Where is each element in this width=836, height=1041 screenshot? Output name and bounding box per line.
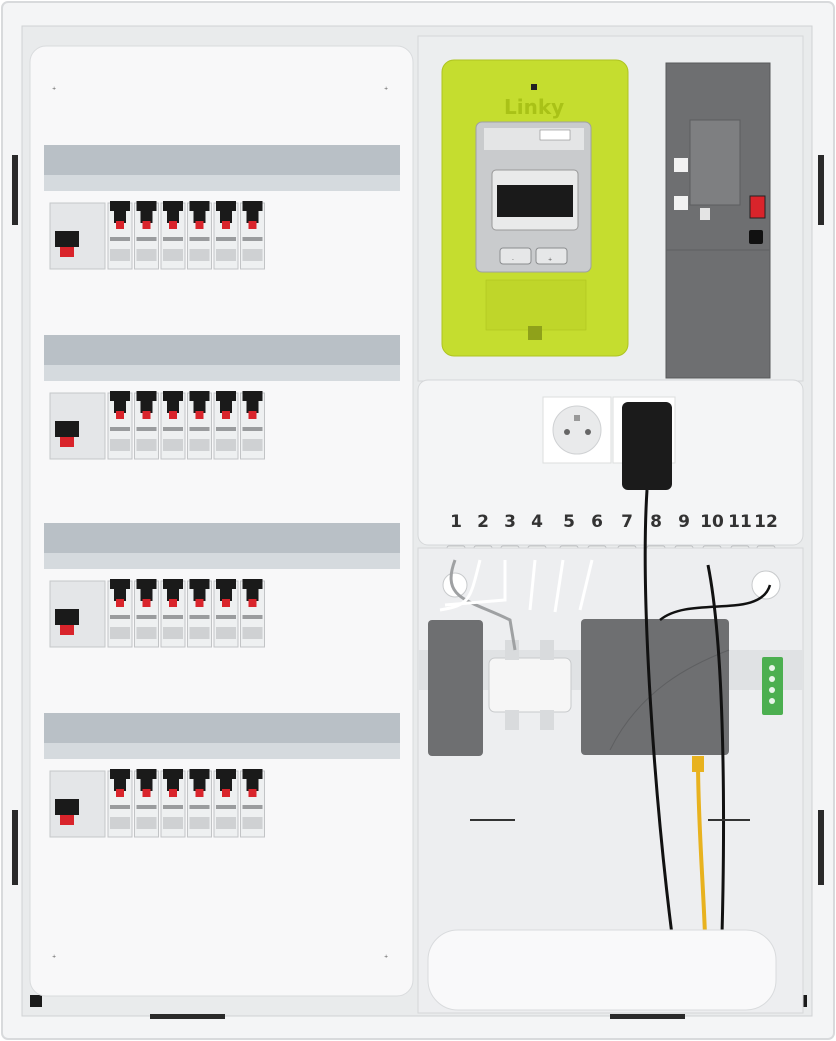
terminal-block	[762, 657, 783, 715]
network-compartment	[417, 489, 804, 1014]
main-breaker-toggle[interactable]	[55, 799, 79, 815]
port-label: 6	[591, 512, 603, 532]
port-label: 12	[754, 512, 778, 532]
circuit-breaker[interactable]	[134, 579, 159, 648]
power-adapter	[622, 402, 672, 490]
circuit-breaker[interactable]	[187, 391, 212, 460]
port-label: 1	[450, 512, 462, 532]
breaker-row	[44, 523, 400, 648]
port-label: 7	[621, 512, 633, 532]
port-label: 9	[678, 512, 690, 532]
circuit-breaker[interactable]	[213, 579, 239, 648]
main-breaker-toggle[interactable]	[55, 231, 79, 247]
main-switch-box	[665, 62, 771, 379]
red-switch[interactable]	[749, 195, 766, 219]
meter-plus-button[interactable]	[535, 247, 568, 265]
port-label: 5	[563, 512, 575, 532]
circuit-breaker[interactable]	[187, 769, 212, 838]
circuit-breaker[interactable]	[240, 391, 265, 460]
breaker-rows	[44, 145, 400, 838]
router	[427, 929, 777, 1011]
network-switch	[581, 619, 729, 755]
circuit-breaker[interactable]	[213, 391, 239, 460]
circuit-breaker[interactable]	[160, 391, 186, 460]
circuit-breaker[interactable]	[107, 201, 133, 270]
main-breaker-toggle[interactable]	[55, 421, 79, 437]
breaker-row	[44, 335, 400, 460]
svg-text:+: +	[384, 86, 388, 92]
circuit-breaker[interactable]	[240, 201, 265, 270]
meter-brand: Linky	[504, 95, 564, 119]
breaker-row	[44, 145, 400, 270]
circuit-breaker[interactable]	[187, 201, 212, 270]
meter-plus-label: +	[548, 257, 552, 263]
port-label: 3	[504, 512, 516, 532]
circuit-breaker[interactable]	[240, 769, 265, 838]
linky-meter: Linky - +	[441, 59, 629, 357]
circuit-breaker[interactable]	[107, 769, 133, 838]
circuit-breaker[interactable]	[107, 391, 133, 460]
circuit-breaker[interactable]	[160, 769, 186, 838]
meter-minus-label: -	[512, 257, 514, 263]
circuit-breaker[interactable]	[134, 201, 159, 270]
splitter	[488, 657, 572, 713]
svg-text:+: +	[52, 954, 56, 960]
port-label: 4	[531, 512, 543, 532]
circuit-breaker[interactable]	[134, 769, 159, 838]
meter-minus-button[interactable]	[499, 247, 532, 265]
port-label: 11	[728, 512, 752, 532]
circuit-breaker[interactable]	[160, 201, 186, 270]
circuit-breaker[interactable]	[240, 579, 265, 648]
port-label: 2	[477, 512, 489, 532]
gray-module	[428, 620, 483, 756]
circuit-breaker[interactable]	[187, 579, 212, 648]
ethernet-cable	[696, 759, 707, 936]
circuit-breaker[interactable]	[213, 769, 239, 838]
circuit-breaker[interactable]	[134, 391, 159, 460]
black-cable	[643, 489, 674, 936]
main-breaker-toggle[interactable]	[55, 609, 79, 625]
circuit-breaker[interactable]	[107, 579, 133, 648]
circuit-breaker[interactable]	[160, 579, 186, 648]
port-label: 8	[650, 512, 662, 532]
svg-text:+: +	[384, 954, 388, 960]
port-label: 10	[700, 512, 724, 532]
svg-text:+: +	[52, 86, 56, 92]
socket-module	[417, 379, 804, 546]
breaker-row	[44, 713, 400, 838]
circuit-breaker[interactable]	[213, 201, 239, 270]
